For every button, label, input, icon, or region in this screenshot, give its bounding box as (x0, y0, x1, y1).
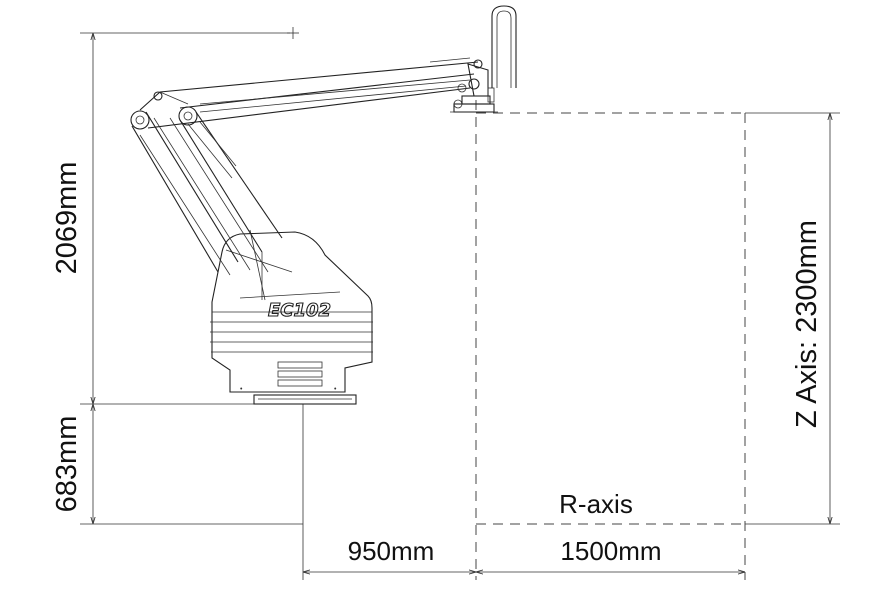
r-axis-label: R-axis (559, 489, 633, 519)
lower-arm (131, 111, 283, 276)
svg-text:•: • (334, 386, 337, 393)
robot-illustration: • • EC102 (130, 5, 517, 405)
wrist-end-effector (450, 5, 517, 113)
model-label: EC102 (268, 300, 331, 321)
robot-body: • • (210, 229, 373, 393)
z-axis-label: Z Axis: 2300mm (791, 220, 823, 428)
arm-height-label: 2069mm (51, 162, 83, 275)
base-height-label: 683mm (51, 416, 83, 513)
base-plate (253, 394, 357, 405)
svg-text:•: • (240, 386, 243, 393)
dimension-arrows (93, 33, 830, 572)
stroke-label: 1500mm (560, 536, 661, 566)
min-reach-label: 950mm (348, 536, 435, 566)
work-envelope (475, 100, 746, 580)
upper-arm (139, 57, 479, 129)
